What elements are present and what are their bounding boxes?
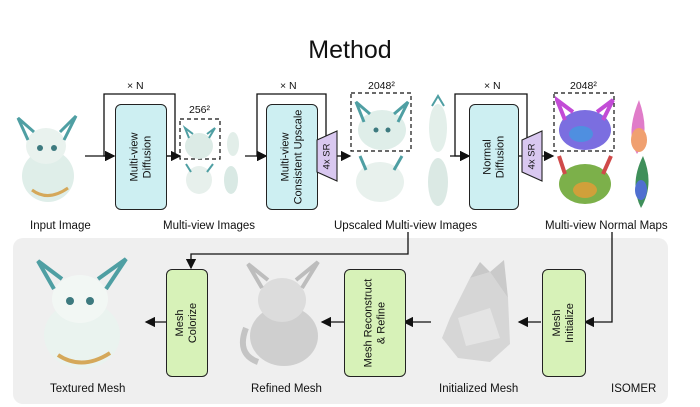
input-image (16, 114, 78, 202)
upscaled-multiview-images (354, 94, 448, 206)
res-2048-label-b: 2048² (570, 80, 597, 92)
super-resolution-block-2: 4x SR (521, 130, 543, 182)
super-resolution-block-1: 4x SR (316, 130, 338, 182)
input-image-label: Input Image (30, 220, 91, 232)
mesh-reconstruct-box: Mesh Reconstruct& Refine (344, 269, 406, 377)
upscaled-images-label: Upscaled Multi-view Images (334, 220, 478, 232)
res-256-label: 256² (189, 104, 211, 116)
multiview-images-label: Multi-view Images (163, 220, 256, 232)
diagram-title: Method (308, 36, 392, 64)
textured-mesh-label: Textured Mesh (50, 383, 126, 395)
multiview-normal-maps (555, 96, 649, 208)
multiview-images (182, 125, 239, 194)
initialized-mesh-image (442, 260, 510, 362)
loop-label-3: × N (484, 80, 501, 92)
loop-label-1: × N (127, 80, 144, 92)
res-2048-label-a: 2048² (368, 80, 395, 92)
refined-mesh-image (240, 260, 320, 366)
normal-maps-label: Multi-view Normal Maps (545, 220, 668, 232)
textured-mesh-image (36, 257, 128, 369)
loop-label-2: × N (280, 80, 297, 92)
initialized-mesh-label: Initialized Mesh (439, 383, 519, 395)
refined-mesh-label: Refined Mesh (251, 383, 322, 395)
isomer-label: ISOMER (611, 383, 657, 395)
